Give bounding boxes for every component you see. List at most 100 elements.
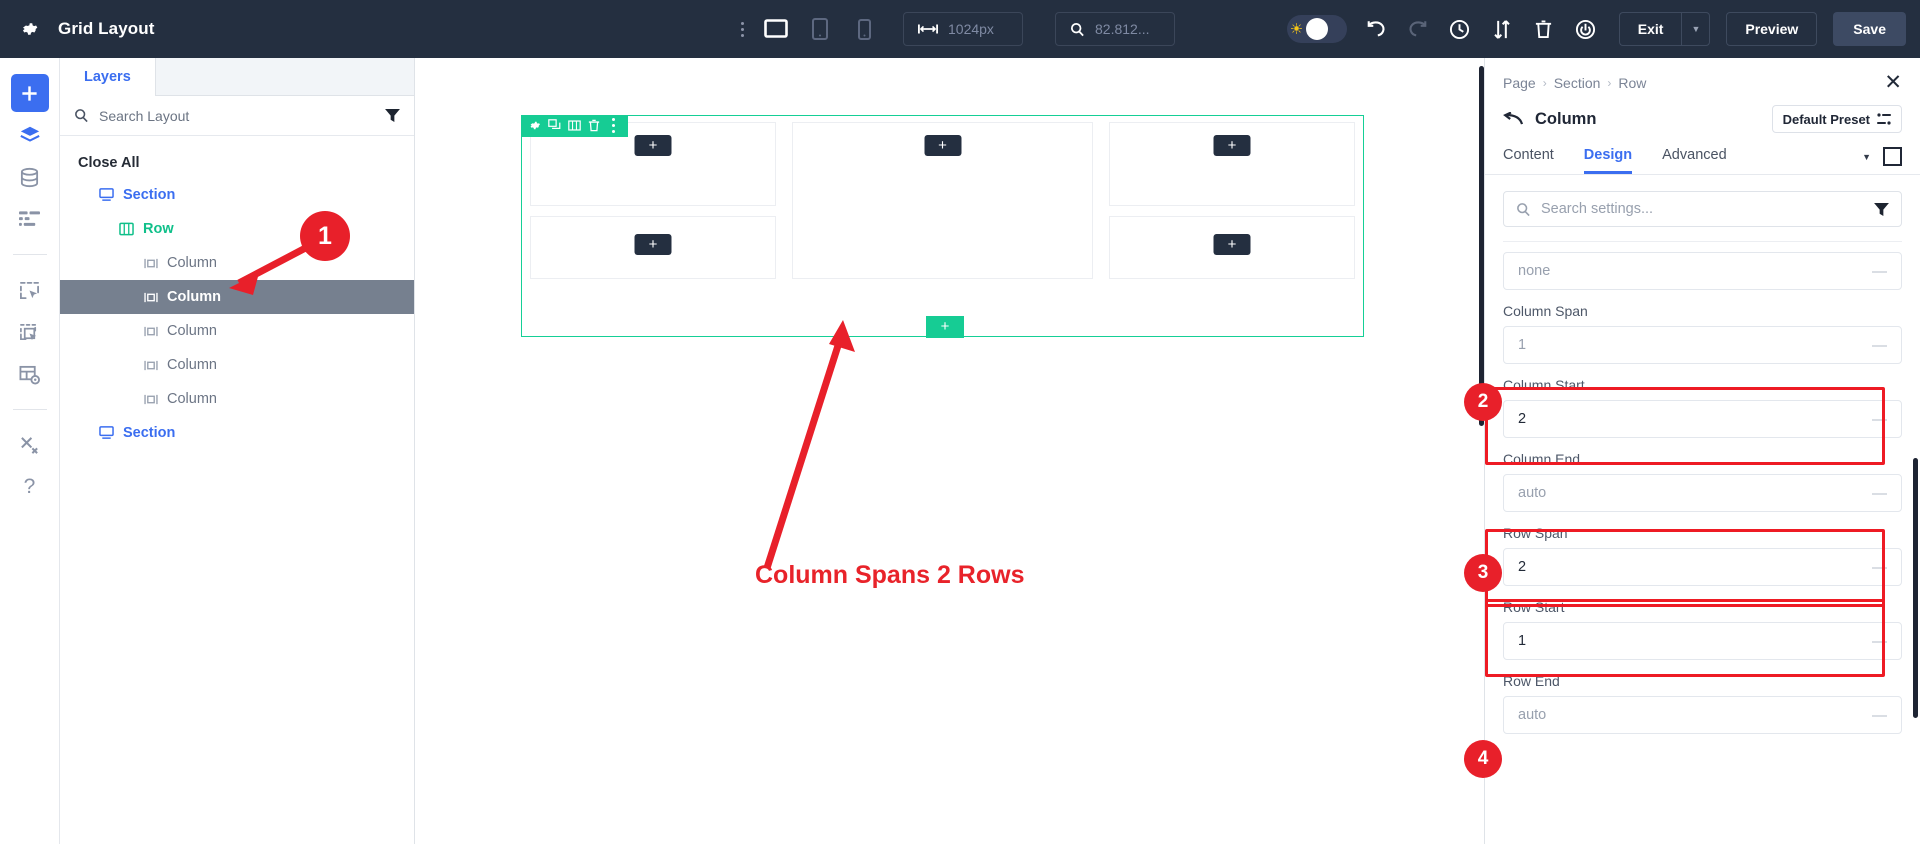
tab-layers[interactable]: Layers [60, 58, 156, 96]
field-column-end-input[interactable]: auto — [1503, 474, 1902, 512]
tree-item-column-2[interactable]: Column [60, 280, 414, 314]
power-icon[interactable] [1573, 16, 1599, 42]
close-icon[interactable]: ✕ [1884, 71, 1902, 94]
row-columns-icon[interactable] [567, 119, 581, 132]
row-duplicate-icon[interactable] [547, 119, 561, 132]
tab-advanced[interactable]: Advanced [1662, 147, 1727, 163]
add-row-button[interactable]: + [926, 315, 964, 338]
field-column-span-input[interactable]: 1 — [1503, 326, 1902, 364]
tab-design[interactable]: Design [1584, 147, 1632, 174]
save-button[interactable]: Save [1833, 12, 1906, 46]
row-delete-icon[interactable] [588, 119, 600, 132]
tree-item-section-1[interactable]: Section [60, 178, 414, 212]
add-element-button[interactable]: + [924, 135, 961, 156]
back-arrow-icon[interactable] [1503, 111, 1523, 127]
row-settings-icon[interactable] [528, 119, 541, 132]
toolbar-right-group: ☀ Exit ▼ [1286, 0, 1906, 58]
settings-scrollbar[interactable] [1913, 458, 1918, 718]
tablet-icon[interactable] [803, 14, 837, 44]
tools-icon[interactable] [11, 426, 49, 464]
undo-icon[interactable] [1363, 16, 1389, 42]
exit-dropdown-caret[interactable]: ▼ [1681, 12, 1711, 46]
add-element-button[interactable]: + [1213, 135, 1251, 156]
clock-history-icon[interactable] [1447, 16, 1473, 42]
width-arrows-icon [918, 24, 938, 34]
annotation-label: Column Spans 2 Rows [755, 561, 1025, 589]
database-icon[interactable] [11, 158, 49, 196]
preset-selector[interactable]: Default Preset [1771, 105, 1902, 133]
search-input[interactable]: Search Layout [99, 107, 190, 124]
grid-cell[interactable]: + [1109, 122, 1355, 206]
layers-panel: Layers Search Layout Close All Section [60, 58, 415, 844]
list-icon[interactable] [11, 200, 49, 238]
vertical-dots-icon[interactable] [735, 18, 749, 40]
layers-icon[interactable] [11, 116, 49, 154]
field-column-end-dash[interactable]: — [1872, 484, 1887, 502]
redo-icon[interactable] [1405, 16, 1431, 42]
close-all-label: Close All [78, 155, 140, 171]
tree-item-label: Column [167, 323, 217, 339]
add-icon[interactable] [10, 74, 49, 112]
toggle-knob [1306, 18, 1329, 40]
template-icon[interactable] [11, 355, 49, 393]
preview-button[interactable]: Preview [1726, 12, 1818, 46]
tab-content[interactable]: Content [1503, 147, 1554, 163]
field-row-end-dash[interactable]: — [1872, 706, 1887, 724]
close-all-button[interactable]: Close All [60, 148, 414, 178]
field-column-start-input[interactable]: 2 — [1503, 400, 1902, 438]
sort-arrows-icon[interactable] [1489, 16, 1515, 42]
field-row-span-dash[interactable]: — [1872, 558, 1887, 576]
trash-icon[interactable] [1531, 16, 1557, 42]
tree-item-section-2[interactable]: Section [60, 416, 414, 450]
field-row-span-input[interactable]: 2 — [1503, 548, 1902, 586]
filter-icon[interactable] [1874, 202, 1889, 216]
canvas-scrollbar[interactable] [1479, 66, 1484, 426]
field-column-span-label: Column Span [1503, 303, 1588, 319]
settings-search-bar[interactable]: Search settings... [1503, 191, 1902, 227]
field-display-dash[interactable]: — [1872, 262, 1887, 280]
tree-item-row[interactable]: Row [60, 212, 414, 246]
tree-item-column-1[interactable]: Column [60, 246, 414, 280]
exit-button[interactable]: Exit [1618, 12, 1682, 46]
gear-icon[interactable] [18, 18, 40, 40]
desktop-icon[interactable] [759, 14, 793, 44]
tree-item-column-5[interactable]: Column [60, 382, 414, 416]
grid-cell[interactable]: + [530, 216, 776, 279]
zoom-search-icon [1070, 22, 1084, 36]
field-row-start-dash[interactable]: — [1872, 632, 1887, 650]
field-row-start-input[interactable]: 1 — [1503, 622, 1902, 660]
add-element-button[interactable]: + [634, 234, 672, 255]
select-element-icon[interactable] [11, 271, 49, 309]
duplicate-select-icon[interactable] [11, 313, 49, 351]
help-icon[interactable]: ? [23, 475, 36, 498]
breadcrumb-page[interactable]: Page [1503, 74, 1536, 91]
field-column-end: Column End auto — [1503, 451, 1902, 512]
mobile-icon[interactable] [847, 14, 881, 44]
canvas-width-field[interactable]: 1024px [903, 12, 1023, 46]
layers-search-bar[interactable]: Search Layout [60, 96, 414, 136]
tree-item-label: Column [167, 391, 217, 407]
chevron-down-icon[interactable]: ▼ [1862, 151, 1871, 162]
zoom-field[interactable]: 82.812... [1055, 12, 1175, 46]
field-row-end-input[interactable]: auto — [1503, 696, 1902, 734]
tree-item-column-4[interactable]: Column [60, 348, 414, 382]
field-display-input[interactable]: none — [1503, 252, 1902, 290]
settings-search-input[interactable]: Search settings... [1541, 201, 1654, 217]
settings-fields: none — Column Span 1 — Column Start 2 — [1485, 241, 1920, 734]
grid-cell[interactable]: + [1109, 216, 1355, 279]
responsive-square-icon[interactable] [1883, 147, 1902, 166]
grid-row-container[interactable]: + + + + + + [520, 114, 1364, 338]
tree-item-column-3[interactable]: Column [60, 314, 414, 348]
add-element-button[interactable]: + [1213, 234, 1251, 255]
field-column-span-value: 1 [1518, 337, 1527, 353]
breadcrumb-row[interactable]: Row [1618, 74, 1647, 91]
filter-icon[interactable] [385, 109, 400, 122]
field-column-start-dash[interactable]: — [1872, 410, 1887, 428]
field-column-span-dash[interactable]: — [1872, 336, 1887, 354]
add-element-button[interactable]: + [634, 135, 672, 156]
grid-cell-spanning[interactable]: + [792, 122, 1093, 279]
theme-toggle[interactable]: ☀ [1286, 15, 1347, 43]
grid-cell[interactable]: + [530, 122, 776, 206]
breadcrumb-section[interactable]: Section [1553, 74, 1601, 91]
row-more-icon[interactable] [607, 118, 621, 134]
